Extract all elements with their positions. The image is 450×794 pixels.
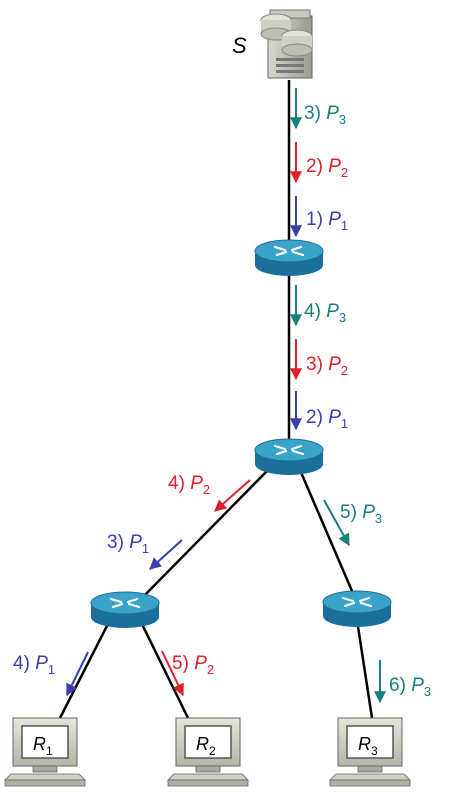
arrow-c-p1 (66, 651, 89, 697)
router-2-icon (254, 438, 324, 475)
link-r4-pc3 (355, 619, 374, 719)
packet-labels: 3) P3 2) P2 1) P1 4) P3 3) P2 2) P1 4) P2 5) P3… (13, 103, 431, 699)
source-label: S (232, 33, 247, 58)
packet-label-b-p2: 4) P2 (168, 473, 210, 497)
packet-label-a-p2: 3) P2 (306, 354, 348, 378)
receiver-r3: R3 (329, 717, 411, 787)
routers (90, 239, 392, 628)
keyboard-icon (4, 773, 86, 781)
keyboard-icon (329, 773, 411, 781)
router-1-icon (254, 239, 324, 276)
receiver-r2: R2 (167, 717, 249, 787)
link-r3-pc1 (58, 619, 112, 719)
link-r3-pc2 (138, 619, 190, 719)
arrow-c-p2 (161, 650, 184, 697)
arrow-b-p2 (214, 479, 251, 512)
packet-label-c-p1: 4) P1 (13, 653, 55, 677)
packet-label-a-p3: 4) P3 (304, 301, 346, 325)
arrow-b-p1 (149, 539, 183, 570)
arrow-b-p3 (323, 499, 350, 547)
packet-label-s-p2: 2) P2 (306, 156, 348, 180)
receiver-r1: R1 (4, 717, 86, 787)
packet-label-s-p3: 3) P3 (304, 103, 346, 127)
packet-label-d-p3: 6) P3 (389, 675, 431, 699)
arrows (66, 88, 386, 704)
link-r2-r4 (298, 469, 357, 599)
router-3-icon (90, 591, 160, 628)
receivers: R1 R2 R3 (4, 717, 411, 787)
packet-label-s-p1: 1) P1 (306, 209, 348, 233)
keyboard-icon (167, 773, 249, 781)
packet-label-c-p2: 5) P2 (172, 653, 214, 677)
packet-label-b-p3: 5) P3 (340, 502, 382, 526)
router-4-icon (322, 590, 392, 627)
server-icon (260, 9, 313, 79)
links (58, 80, 374, 719)
packet-label-b-p1: 3) P1 (107, 532, 149, 556)
packet-label-a-p1: 2) P1 (306, 407, 348, 431)
link-r2-r3 (139, 469, 269, 601)
